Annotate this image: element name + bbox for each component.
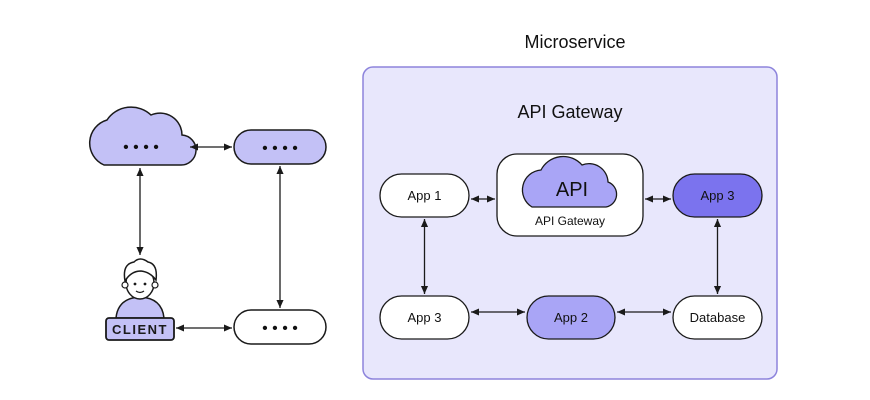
node-database-shape [672, 295, 763, 340]
microservice-title: Microservice [524, 32, 625, 52]
node-database: Database [672, 295, 763, 340]
top-pill-shape [233, 129, 327, 165]
node-app1-shape [379, 173, 470, 218]
node-app2-shape [526, 295, 616, 340]
node-app3-bottom-shape [379, 295, 470, 340]
top-pill-node: • • • • [233, 129, 327, 165]
bottom-pill-node: • • • • [233, 309, 327, 345]
node-app3-top-label: App 3 [701, 188, 735, 203]
api-cloud-label: API [556, 179, 588, 201]
client-mouth [135, 290, 145, 294]
bottom-pill-dots: • • • • [262, 320, 298, 337]
bottom-pill-shape [233, 309, 327, 345]
top-pill-dots: • • • • [262, 140, 298, 157]
node-app1: App 1 [379, 173, 470, 218]
cloud-dots: • • • • [123, 139, 159, 156]
client-ear-left [121, 281, 129, 289]
client-eye-left [133, 282, 137, 286]
client-ear-right [151, 281, 159, 289]
api-gateway-caption: API Gateway [535, 214, 605, 228]
client-shoulders [115, 296, 165, 319]
node-app3-top: App 3 [672, 173, 763, 218]
client-eye-right [143, 282, 147, 286]
client-avatar: CLIENT [105, 258, 175, 341]
node-database-label: Database [690, 310, 746, 325]
node-app1-label: App 1 [408, 188, 442, 203]
api-gateway-heading: API Gateway [517, 102, 622, 122]
cloud-shape [88, 106, 197, 166]
client-label: CLIENT [112, 322, 168, 337]
node-app3-bottom-label: App 3 [408, 310, 442, 325]
api-cloud-icon [521, 155, 618, 208]
cloud-node: • • • • [88, 106, 197, 166]
client-hair [123, 258, 158, 284]
node-app3-bottom: App 3 [379, 295, 470, 340]
node-api-gateway: API API Gateway [496, 153, 644, 237]
node-app2-label: App 2 [554, 310, 588, 325]
node-app3-top-shape [672, 173, 763, 218]
client-label-plate [105, 317, 175, 341]
node-app2: App 2 [526, 295, 616, 340]
